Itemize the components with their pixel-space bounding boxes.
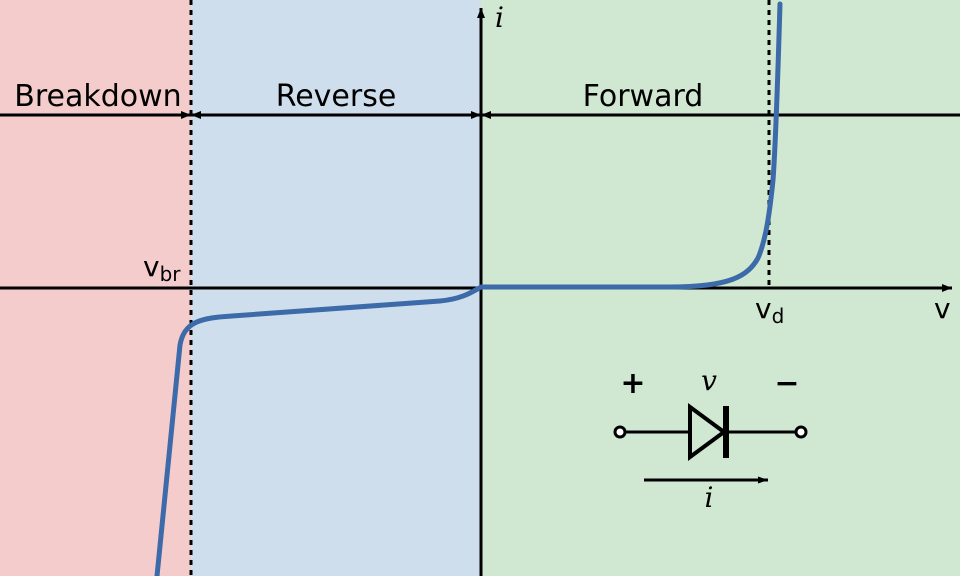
forward-voltage-main: v [755,292,772,325]
reverse-label: Reverse [276,79,397,114]
cathode-terminal [794,425,808,439]
diode-symbol: + − v i [613,364,808,514]
anode-terminal [613,425,627,439]
forward-voltage-sub: d [772,304,785,328]
diode-current-label: i [705,481,714,514]
iv-curve [154,1,783,576]
forward-voltage-label: vd [755,292,784,328]
plus-sign: + [620,366,645,401]
current-axis-label: i [495,1,504,34]
voltage-axis-label: v [934,292,951,325]
forward-label: Forward [583,79,704,114]
diode-triangle [688,403,728,461]
diode-voltage-label: v [701,364,717,397]
breakdown-voltage-label: vbr [143,250,181,286]
breakdown-label: Breakdown [14,79,181,114]
breakdown-voltage-main: v [143,250,160,283]
minus-sign: − [774,366,799,401]
breakdown-voltage-sub: br [160,262,182,286]
